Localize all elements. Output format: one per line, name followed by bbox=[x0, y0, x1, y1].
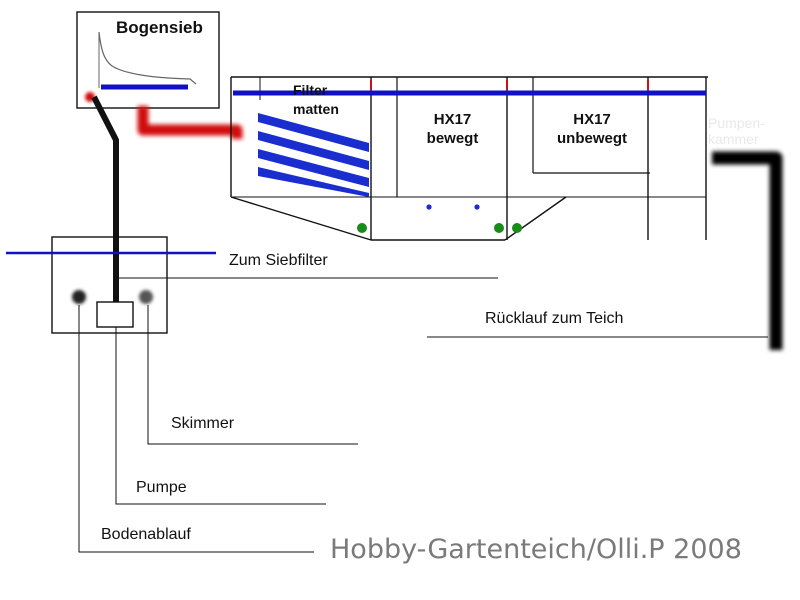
pumpenkammer-line1: Pumpen- bbox=[708, 115, 765, 131]
pumpenkammer-faint-label: Pumpen- kammer bbox=[708, 115, 798, 149]
pump-sump bbox=[51, 236, 168, 334]
sieve-curve bbox=[98, 31, 197, 85]
hx17-unbewegt-line1: HX17 bbox=[573, 111, 611, 128]
hx17-bewegt-line2: bewegt bbox=[426, 130, 479, 147]
hx17-bewegt-line1: HX17 bbox=[433, 111, 472, 128]
leader-lines bbox=[78, 277, 768, 553]
filter-mats bbox=[258, 113, 369, 197]
hx17-unbewegt-line2: unbewegt bbox=[557, 130, 627, 147]
filtermatten-line1: Filter bbox=[293, 82, 328, 98]
drain-dot-3 bbox=[512, 223, 522, 233]
level-markers bbox=[370, 80, 649, 90]
siebfilter-chamber bbox=[230, 76, 708, 241]
air-dot-2 bbox=[474, 204, 480, 210]
return-pipe bbox=[712, 151, 783, 350]
label-bodenablauf: Bodenablauf bbox=[101, 526, 191, 543]
drain-dot-2 bbox=[494, 223, 504, 233]
label-skimmer: Skimmer bbox=[171, 415, 235, 432]
feed-pipe bbox=[137, 106, 243, 139]
filtermatten-line2: matten bbox=[293, 101, 339, 117]
bodenablauf-inlet bbox=[72, 290, 86, 304]
air-dot-1 bbox=[426, 204, 432, 210]
label-pumpe: Pumpe bbox=[136, 479, 187, 496]
label-zum-siebfilter: Zum Siebfilter bbox=[229, 252, 328, 269]
skimmer-inlet bbox=[139, 290, 153, 304]
pump-riser-pipe bbox=[91, 95, 119, 302]
drain-dot-1 bbox=[357, 223, 367, 233]
pumpenkammer-line2: kammer bbox=[708, 131, 759, 147]
watermark-credit: Hobby-Gartenteich/Olli.P 2008 bbox=[330, 534, 742, 565]
bogensieb-title: Bogensieb bbox=[116, 18, 203, 37]
label-ruecklauf: Rücklauf zum Teich bbox=[485, 310, 624, 327]
pump-box bbox=[96, 301, 134, 328]
